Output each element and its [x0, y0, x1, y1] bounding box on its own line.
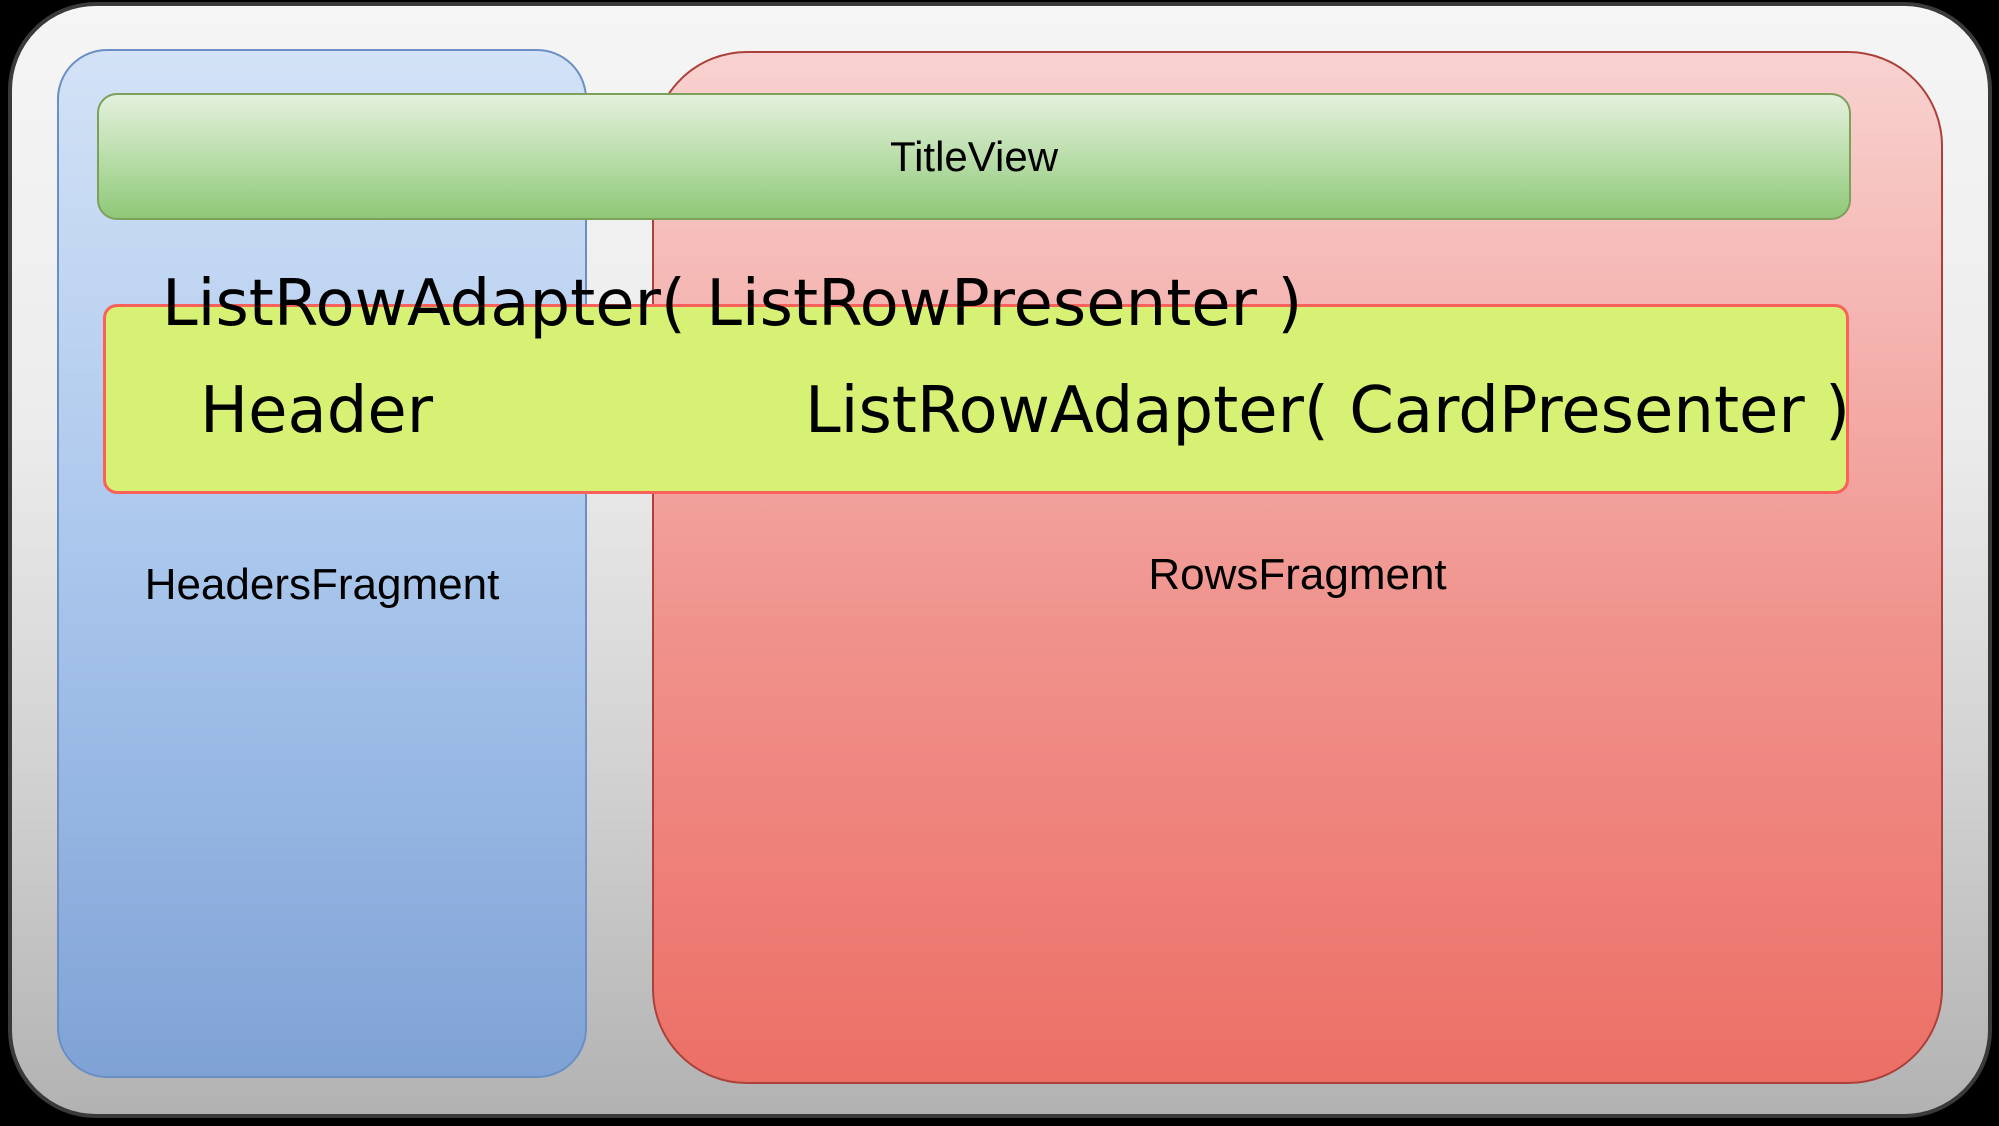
- list-row-adapter-card-label: ListRowAdapter( CardPresenter ): [805, 374, 1851, 448]
- headers-fragment-label: HeadersFragment: [144, 560, 500, 609]
- rows-fragment-box: RowsFragment: [652, 51, 1943, 1084]
- list-row-box: [103, 304, 1849, 494]
- list-row-adapter-presenter-label: ListRowAdapter( ListRowPresenter ): [162, 267, 1303, 341]
- title-view-label: TitleView: [889, 132, 1059, 180]
- headers-fragment-box: HeadersFragment: [57, 49, 587, 1078]
- browse-fragment-panel: HeadersFragment RowsFragment TitleView L…: [8, 2, 1992, 1118]
- rows-fragment-label: RowsFragment: [1148, 550, 1447, 599]
- header-label: Header: [200, 374, 434, 448]
- title-view-bar: TitleView: [97, 93, 1851, 220]
